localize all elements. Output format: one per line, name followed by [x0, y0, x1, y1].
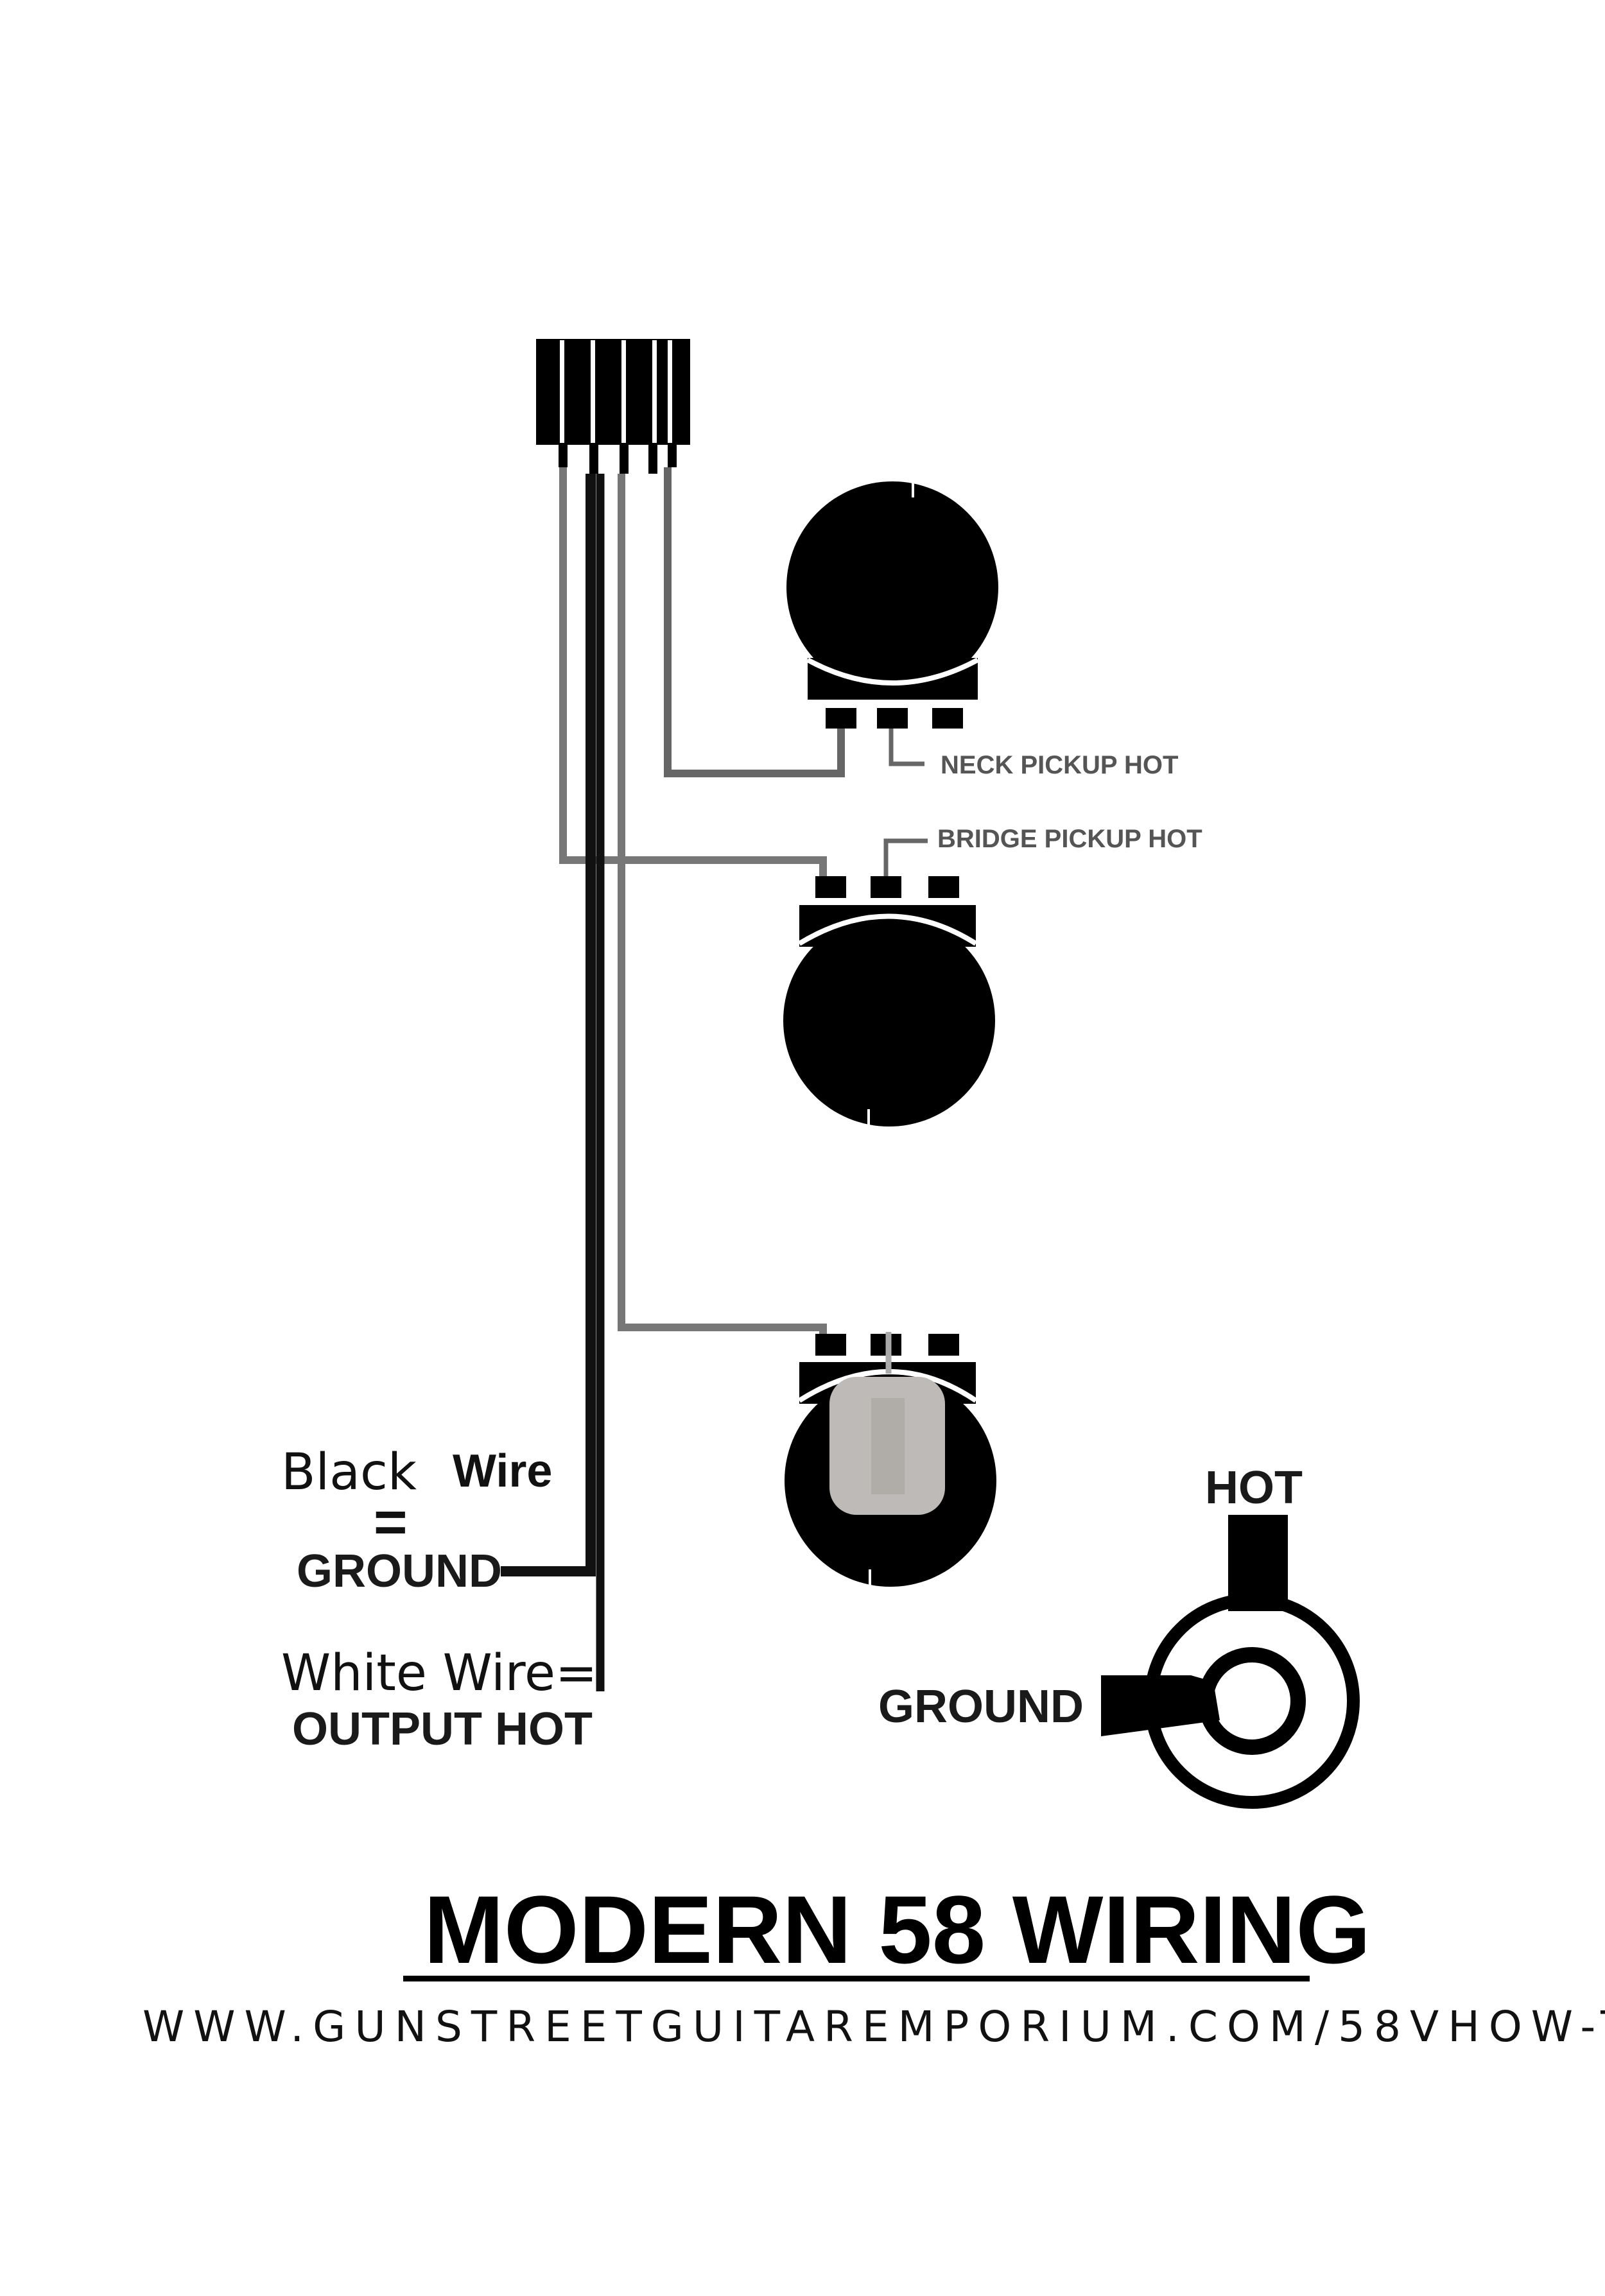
title-underline — [403, 1976, 1310, 1981]
wires — [501, 467, 928, 1691]
neck-pickup-wire — [664, 467, 845, 777]
diagram-title: MODERN 58 WIRING — [424, 1876, 1371, 1983]
white-wire-label: White Wire= — [281, 1644, 597, 1702]
equals-label: = — [374, 1490, 408, 1555]
bridge-pot — [783, 876, 995, 1128]
output-jack — [1101, 1515, 1360, 1809]
selector-switch — [536, 339, 690, 474]
neck-pickup-hot-label: NECK PICKUP HOT — [941, 751, 1178, 779]
black-label: Black — [281, 1444, 417, 1501]
neck-pot — [786, 480, 998, 729]
bridge-pickup-hot-label: BRIDGE PICKUP HOT — [937, 825, 1202, 853]
website-url: WWW.GUNSTREETGUITAREMPORIUM.COM/58VHOW-T… — [143, 2002, 1605, 2051]
bridge-pickup-hot-lead — [883, 838, 928, 876]
bridge-selector-wire — [559, 467, 827, 883]
tone-pot — [785, 1332, 996, 1589]
ground-wire-label: GROUND — [297, 1546, 502, 1597]
wire-label: Wire — [453, 1446, 552, 1497]
jack-ground-label: GROUND — [878, 1681, 1084, 1732]
output-hot-label: OUTPUT HOT — [292, 1704, 593, 1755]
jack-hot-label: HOT — [1205, 1462, 1303, 1514]
ground-black-wire — [501, 474, 596, 1576]
neck-pickup-hot-lead — [889, 729, 924, 766]
